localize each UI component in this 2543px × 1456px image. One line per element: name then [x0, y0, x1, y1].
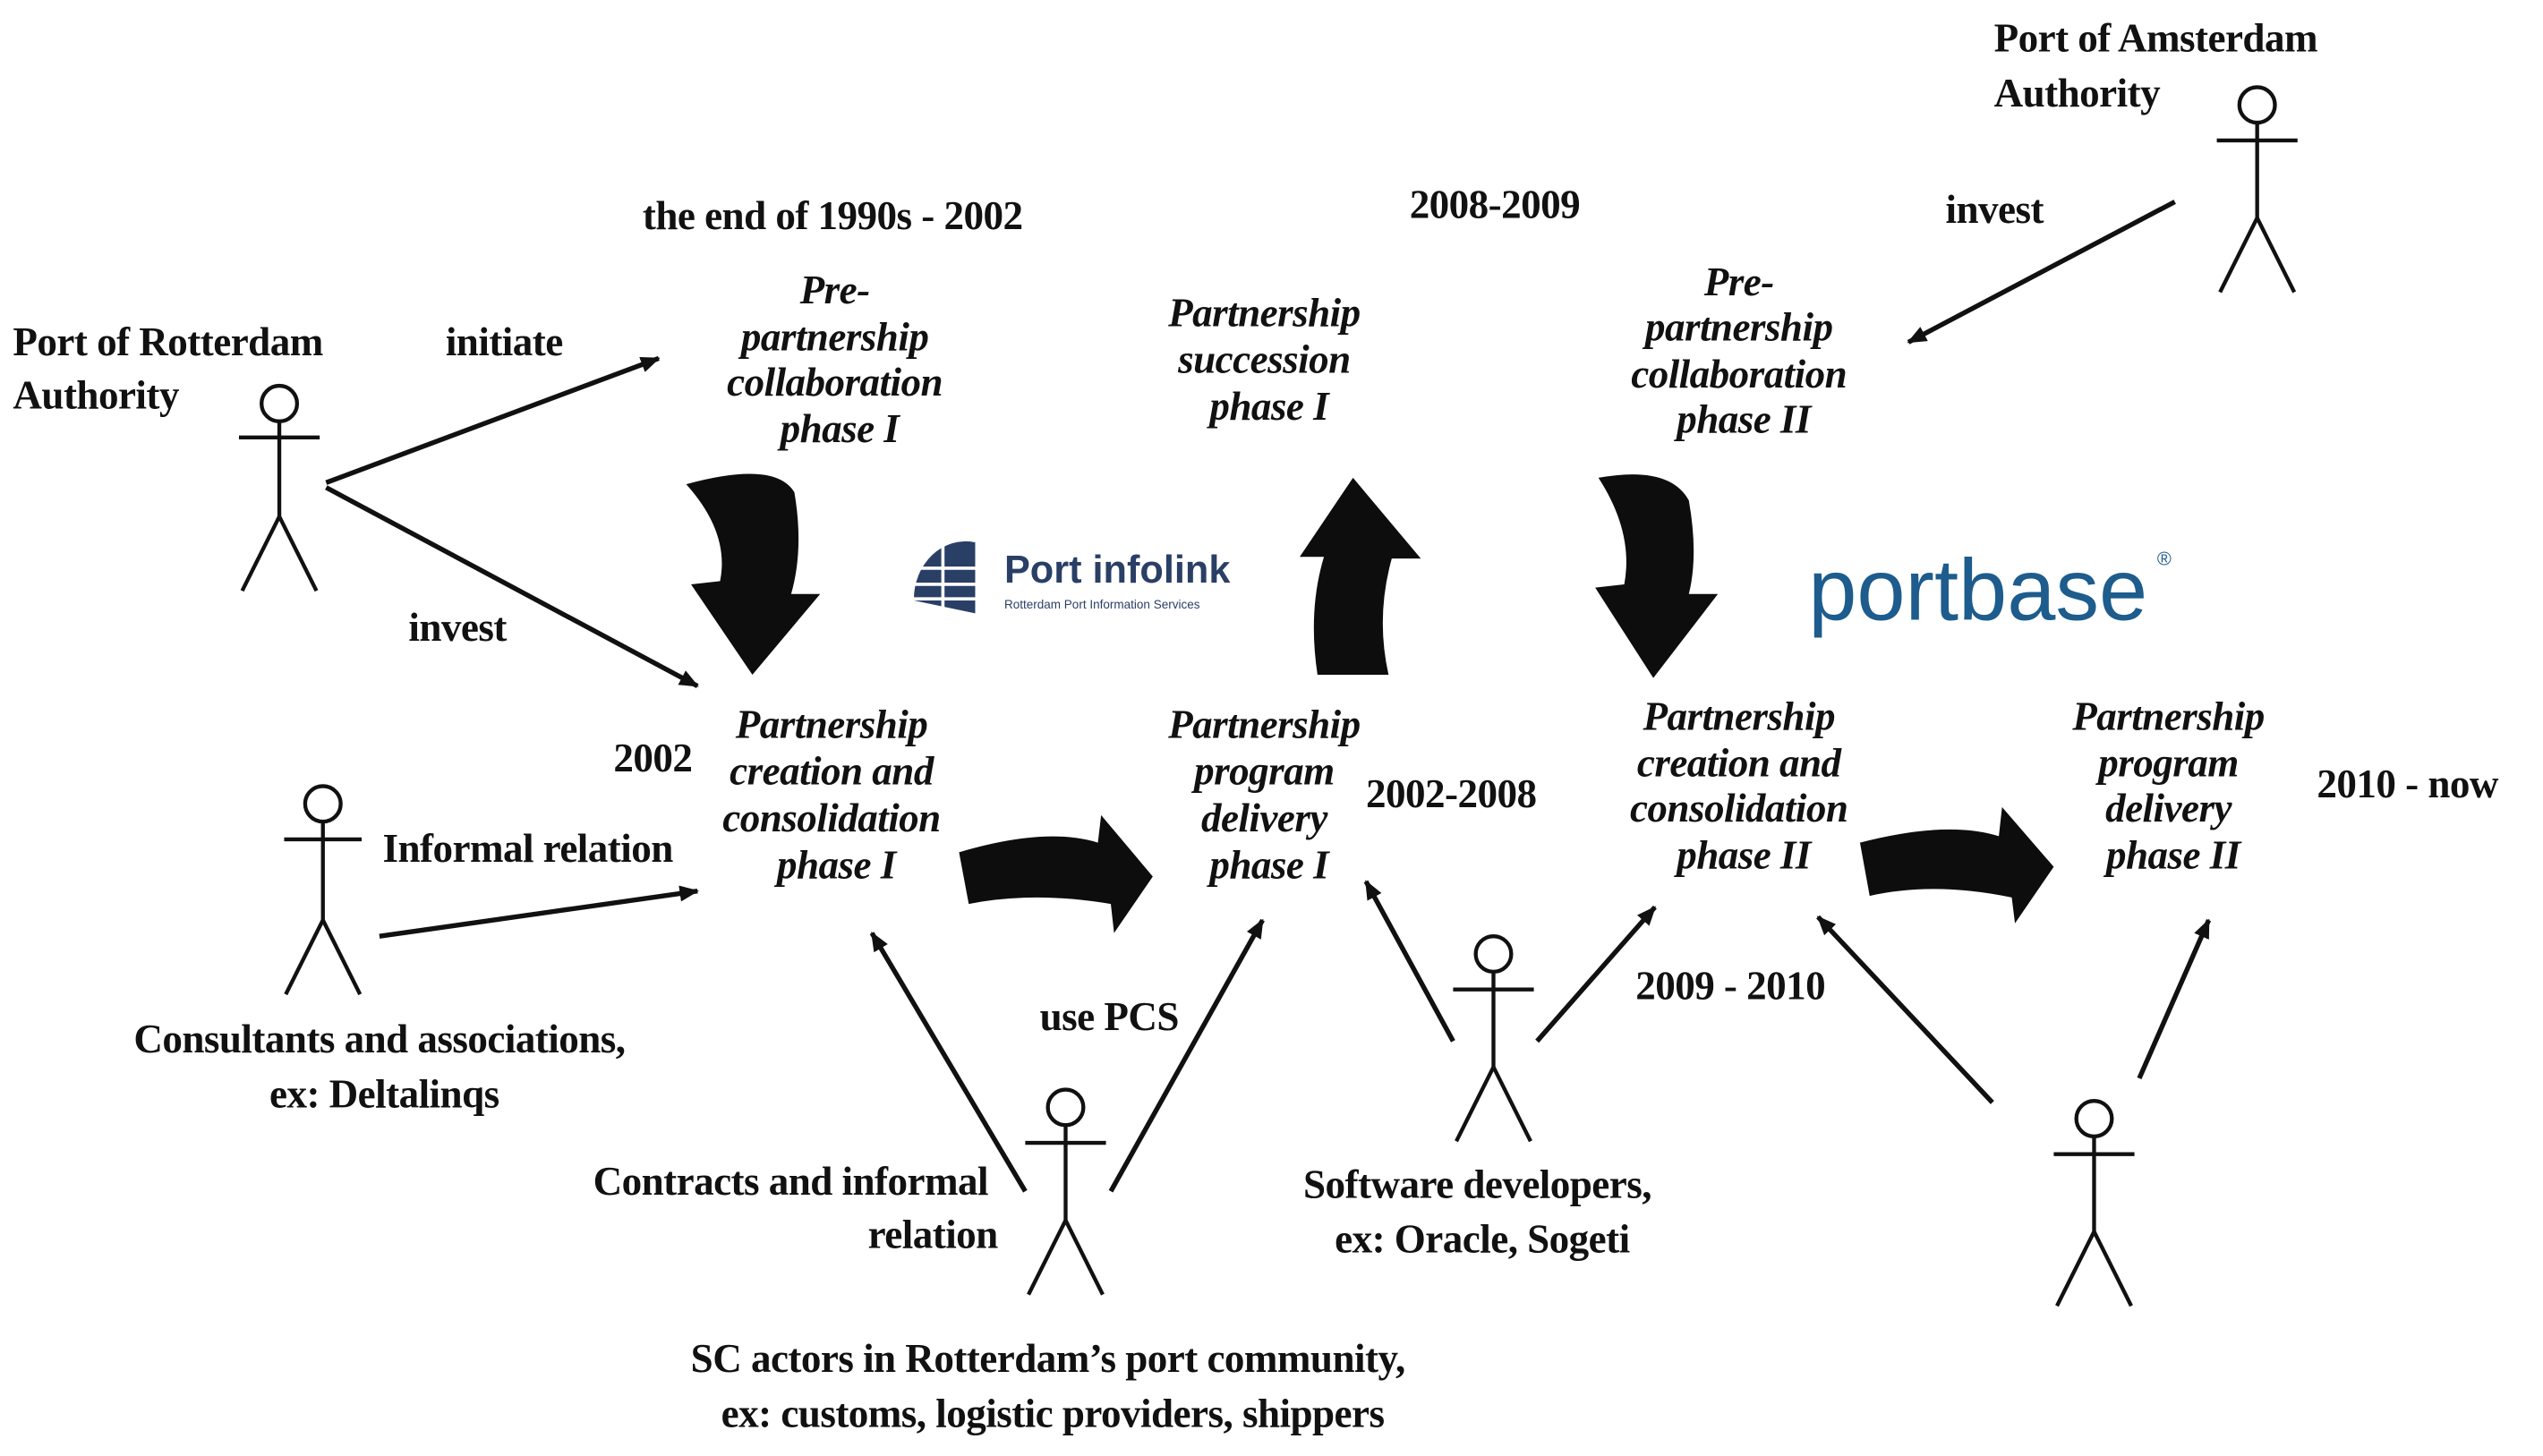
actor-figure-amsterdam — [2216, 85, 2298, 294]
phase-creation-consolidation-1: Partnership creation and consolidation p… — [722, 702, 950, 887]
actor-figure-consultants — [284, 784, 363, 996]
actor-figure-developers — [1453, 934, 1534, 1143]
period-label-2002-2008: 2002-2008 — [1366, 771, 1536, 816]
phase-pre-partnership-1: Pre- partnership collaboration phase I — [727, 268, 952, 451]
relation-label-contracts: Contracts and informal relation — [593, 1159, 999, 1257]
period-label-2008-2009: 2008-2009 — [1410, 183, 1580, 227]
relation-arrow-dev-to-delivery1 — [1363, 880, 1455, 1043]
relation-arrow-dev-to-creation2 — [1535, 905, 1657, 1043]
phase-succession-1: Partnership succession phase I — [1167, 290, 1370, 429]
relation-arrow-invest-amsterdam — [1907, 200, 2176, 345]
portinfolink-name: Port infolink — [1004, 549, 1231, 592]
relation-arrow-unlabeled-to-creation2 — [1816, 915, 1994, 1104]
phase-program-delivery-2: Partnership program delivery phase II — [2071, 694, 2274, 877]
relation-arrow-sc-contracts — [869, 932, 1028, 1193]
period-label-2009-2010: 2009 - 2010 — [1635, 964, 1825, 1009]
period-label-2010-now: 2010 - now — [2317, 762, 2498, 806]
transition-arrow-pre2-to-creation2 — [1595, 474, 1719, 678]
actor-figure-sc-actors — [1025, 1087, 1106, 1296]
relation-arrow-invest-rotterdam — [325, 485, 699, 688]
portinfolink-tagline: Rotterdam Port Information Services — [1004, 598, 1200, 611]
actor-figure-rotterdam — [238, 383, 320, 592]
relation-arrow-unlabeled-to-delivery2 — [2137, 918, 2212, 1080]
portbase-wordmark: portbase — [1808, 541, 2147, 639]
actor-figure-unlabeled — [2053, 1099, 2135, 1307]
relation-label-initiate: initiate — [446, 319, 563, 364]
actor-label-sc-actors: SC actors in Rotterdam’s port community,… — [691, 1336, 1415, 1435]
portbase-logo: portbase ® — [1808, 541, 2172, 639]
portinfolink-logo: Port infolink Rotterdam Port Information… — [913, 541, 1231, 614]
phase-creation-consolidation-2: Partnership creation and consolidation p… — [1630, 694, 1857, 877]
transition-arrow-delivery1-to-succession — [1300, 477, 1421, 675]
actor-label-developers: Software developers, ex: Oracle, Sogeti — [1303, 1162, 1661, 1261]
phase-pre-partnership-2: Pre- partnership collaboration phase II — [1631, 260, 1856, 441]
actor-label-consultants: Consultants and associations, ex: Deltal… — [133, 1017, 635, 1116]
portbase-registered-mark: ® — [2157, 547, 2172, 569]
relation-label-invest-amsterdam: invest — [1946, 187, 2044, 232]
relation-arrow-initiate — [325, 355, 661, 485]
transition-arrow-creation1-to-delivery1 — [959, 814, 1153, 933]
relation-label-invest-rotterdam: invest — [408, 605, 507, 650]
transition-arrow-creation2-to-delivery2 — [1859, 806, 2054, 924]
transition-arrow-pre1-to-creation1 — [686, 473, 821, 675]
phase-program-delivery-1: Partnership program delivery phase I — [1167, 702, 1370, 887]
period-label-1990s-2002: the end of 1990s - 2002 — [643, 193, 1023, 238]
relation-label-use-pcs: use PCS — [1040, 994, 1179, 1039]
actor-label-amsterdam: Port of Amsterdam Authority — [1994, 16, 2327, 115]
period-label-2002: 2002 — [613, 736, 692, 780]
actor-label-rotterdam: Port of Rotterdam Authority — [13, 319, 332, 418]
relation-arrow-informal — [379, 885, 700, 939]
relation-label-informal: Informal relation — [382, 826, 673, 871]
relation-arrow-sc-use-pcs — [1108, 918, 1265, 1193]
